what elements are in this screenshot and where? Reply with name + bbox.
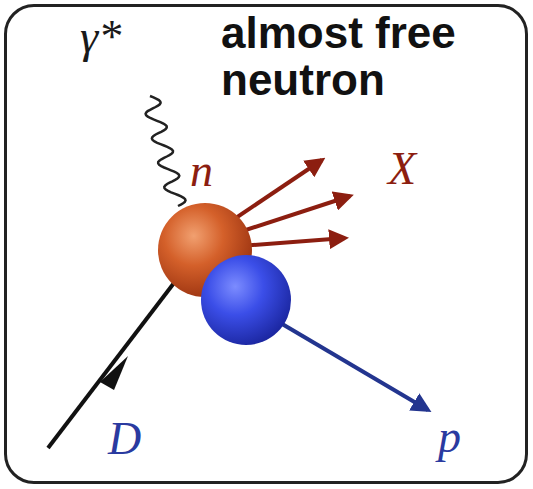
photon-label: γ* (80, 12, 121, 62)
photon-wave (146, 96, 186, 206)
x-label: X (388, 144, 416, 194)
frame-title: almost free neutron (221, 9, 483, 103)
proton-sphere (201, 255, 291, 345)
proton-label: p (438, 412, 461, 462)
deuteron-label: D (108, 414, 141, 464)
neutron-label: n (190, 146, 213, 196)
deuteron-arrowhead (100, 356, 128, 390)
